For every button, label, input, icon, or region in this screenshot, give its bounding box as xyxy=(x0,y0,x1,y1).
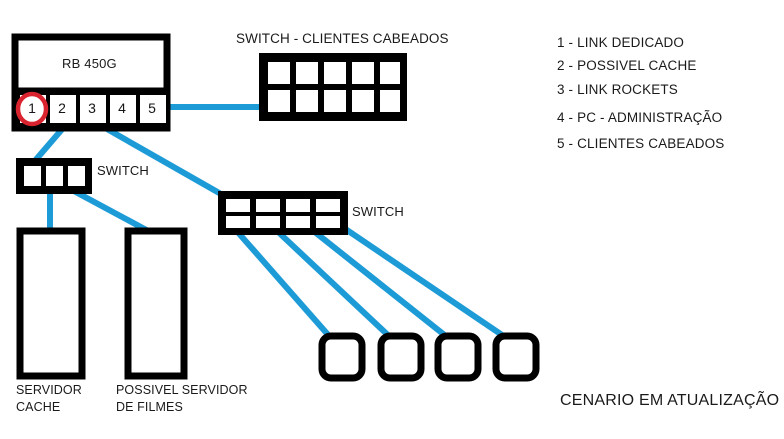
router-port-label-2[interactable]: 2 xyxy=(58,100,66,116)
link-switch-middle-to-client-3 xyxy=(309,226,449,340)
server-filmes-label-line2: DE FILMES xyxy=(116,400,183,414)
port-1-highlight-ring-icon xyxy=(15,91,49,127)
switch-left-label: SWITCH xyxy=(97,163,149,178)
switch-middle-label: SWITCH xyxy=(352,204,404,219)
switch-middle-cell-r1c4 xyxy=(316,199,340,212)
router-port-label-4[interactable]: 4 xyxy=(118,100,126,116)
switch-top-cell-r1c4 xyxy=(352,62,374,84)
router-port-label-5[interactable]: 5 xyxy=(148,100,156,116)
router-rb450g[interactable] xyxy=(11,33,171,132)
switch-middle-cell-r2c3 xyxy=(286,216,310,228)
switch-left-cell-3 xyxy=(68,166,85,186)
server-filmes-label-line1: POSSIVEL SERVIDOR xyxy=(116,383,248,397)
server-filmes-box[interactable] xyxy=(124,227,188,380)
link-switch-middle-to-client-4 xyxy=(339,223,507,340)
switch-middle-cell-r1c3 xyxy=(286,199,310,212)
switch-middle-cell-r2c4 xyxy=(316,216,340,228)
switch-top-cell-r1c2 xyxy=(296,62,318,84)
switch-middle-cell-r1c1 xyxy=(226,199,250,212)
switch-top[interactable] xyxy=(259,53,407,121)
router-port-cell-5[interactable] xyxy=(140,95,166,123)
router-port-cell-4[interactable] xyxy=(110,95,136,123)
switch-top-cell-r2c4 xyxy=(352,90,374,112)
client-box-4[interactable] xyxy=(492,332,540,382)
link-port3-to-switch-middle xyxy=(91,118,230,201)
router-label: RB 450G xyxy=(62,56,117,71)
server-cache-label-line2: CACHE xyxy=(16,400,61,414)
legend-item-2: 2 - POSSIVEL CACHE xyxy=(557,58,697,73)
server-boxes[interactable] xyxy=(16,227,188,380)
footer-note: CENARIO EM ATUALIZAÇÃO xyxy=(560,392,780,409)
router-port-cell-3[interactable] xyxy=(80,95,106,123)
link-switch-middle-to-client-1 xyxy=(232,227,333,339)
switch-middle-cell-r2c1 xyxy=(226,216,250,228)
switch-top-cell-r1c3 xyxy=(324,62,346,84)
switch-top-label: SWITCH - CLIENTES CABEADOS xyxy=(236,31,449,46)
server-cache-box[interactable] xyxy=(16,227,86,380)
switch-left-cell-1 xyxy=(24,166,41,186)
legend-item-4: 4 - PC - ADMINISTRAÇÃO xyxy=(557,110,723,125)
client-box-2[interactable] xyxy=(377,332,425,382)
switch-top-cell-r2c5 xyxy=(380,90,400,112)
switch-middle-cell-r1c2 xyxy=(256,199,280,212)
client-boxes[interactable] xyxy=(318,332,540,382)
router-port-label-3[interactable]: 3 xyxy=(88,100,96,116)
client-box-3[interactable] xyxy=(434,332,482,382)
switch-top-cell-r1c1 xyxy=(268,62,290,84)
server-cache-label-line1: SERVIDOR xyxy=(16,383,82,397)
switch-top-cell-r2c2 xyxy=(296,90,318,112)
router-port-label-1[interactable]: 1 xyxy=(28,100,36,116)
switch-top-cell-r1c5 xyxy=(380,62,400,84)
link-switch-left-to-server-filmes xyxy=(70,187,154,236)
switch-left-cell-2 xyxy=(46,166,63,186)
legend-item-3: 3 - LINK ROCKETS xyxy=(557,82,678,97)
switch-left[interactable] xyxy=(16,158,92,194)
legend-item-5: 5 - CLIENTES CABEADOS xyxy=(557,136,725,151)
link-switch-middle-to-client-2 xyxy=(272,226,393,340)
switch-middle[interactable] xyxy=(218,191,348,235)
router-port-cell-2[interactable] xyxy=(50,95,76,123)
switch-middle-cell-r2c2 xyxy=(256,216,280,228)
switch-top-cell-r2c3 xyxy=(324,90,346,112)
client-box-1[interactable] xyxy=(318,332,366,382)
switch-top-cell-r2c1 xyxy=(268,90,290,112)
connection-lines xyxy=(30,104,507,340)
legend-item-1: 1 - LINK DEDICADO xyxy=(557,35,685,50)
